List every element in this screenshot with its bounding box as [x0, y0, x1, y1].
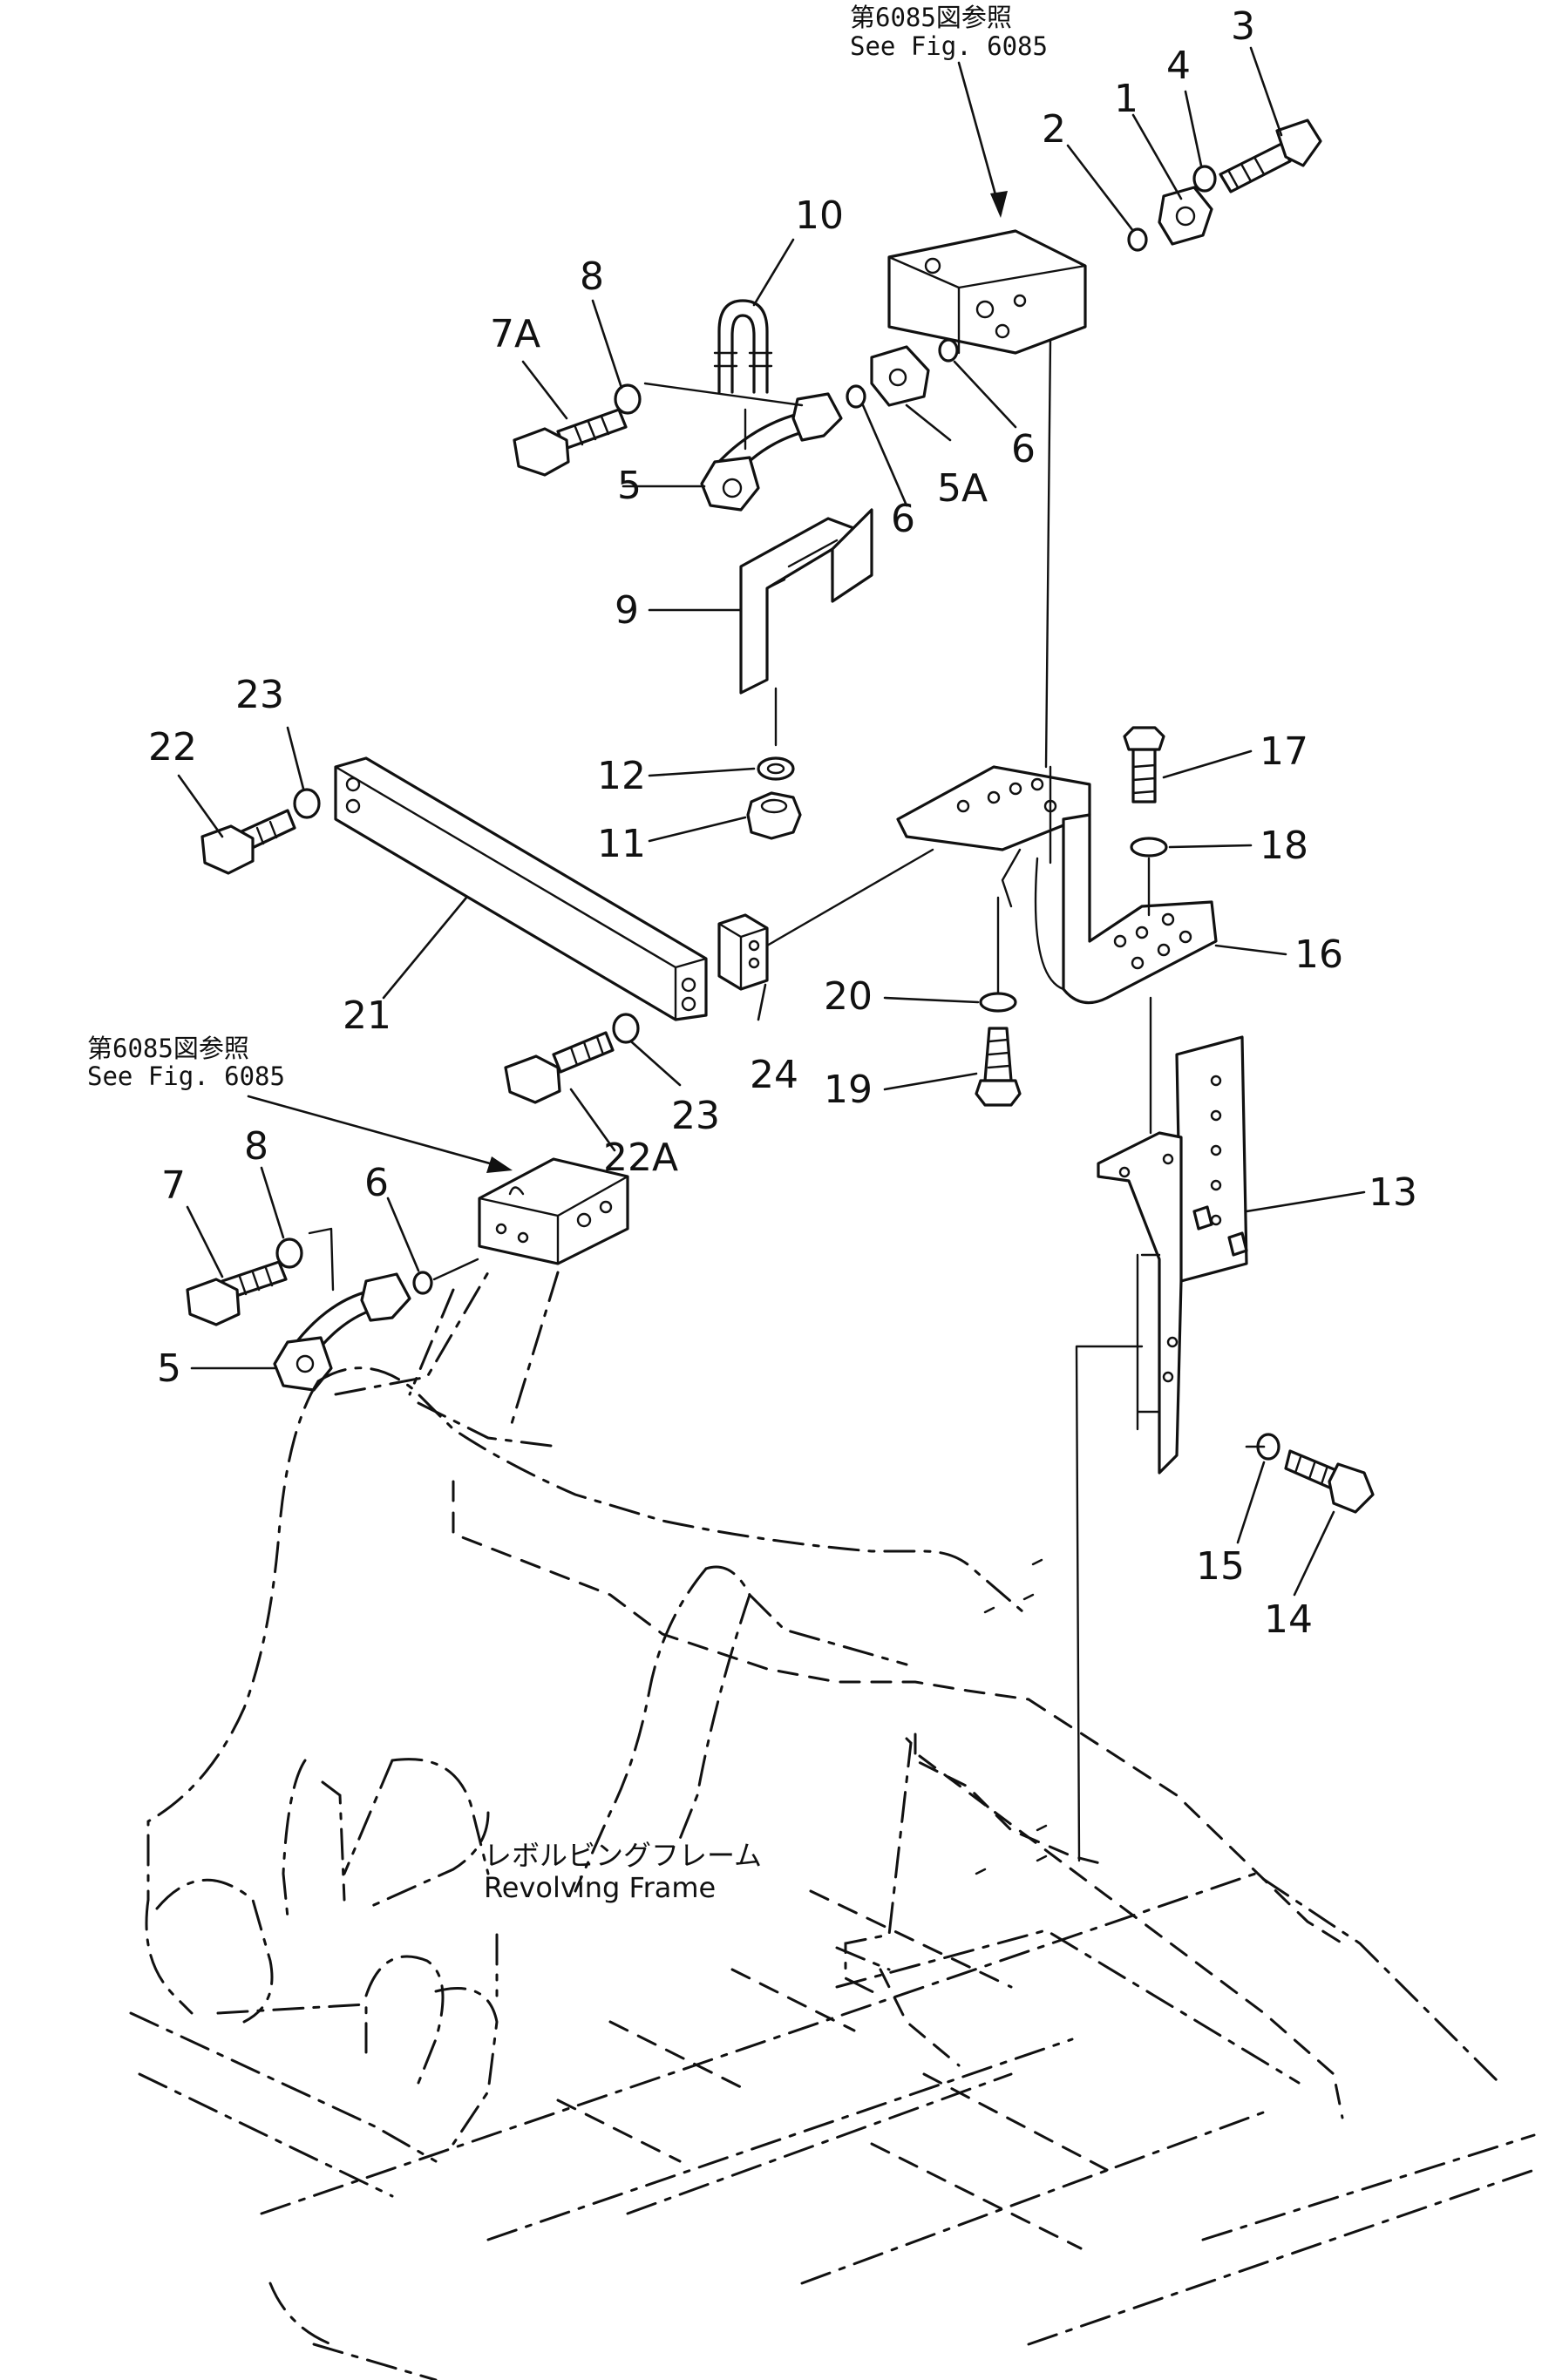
leader-lines	[177, 46, 1366, 1597]
callout-7: 7	[161, 1163, 186, 1208]
callout-13: 13	[1369, 1170, 1417, 1215]
o-ring-2	[1127, 227, 1148, 252]
callout-11: 11	[597, 822, 646, 866]
stay-bar-21	[334, 756, 708, 1021]
reference-note-top-english: See Fig. 6085	[850, 31, 1048, 61]
bolt-14	[1284, 1449, 1375, 1514]
valve-block-top	[887, 229, 1087, 355]
bolt-22A	[504, 1031, 615, 1104]
callout-7A: 7A	[490, 312, 540, 356]
washer-8-top	[614, 383, 642, 415]
callout-5-top: 5	[617, 464, 642, 508]
washer-23-lower	[612, 1013, 640, 1044]
callout-3: 3	[1231, 4, 1255, 49]
callout-10: 10	[795, 193, 844, 238]
washer-4	[1192, 165, 1217, 193]
split-flange-5A	[870, 345, 930, 407]
callout-6-top-left: 6	[891, 497, 915, 541]
bolt-7	[186, 1260, 288, 1326]
callout-20: 20	[824, 974, 873, 1019]
o-ring-6-top-right	[938, 338, 959, 363]
callout-18: 18	[1260, 824, 1308, 868]
nut-11	[746, 791, 802, 840]
o-ring-6-top-left	[846, 384, 866, 409]
washer-20	[979, 992, 1017, 1013]
callout-19: 19	[824, 1068, 873, 1112]
washer-12	[757, 756, 795, 781]
bolt-19	[975, 1027, 1022, 1107]
bolt-7A	[513, 408, 628, 477]
callout-16: 16	[1294, 932, 1343, 977]
callout-5-lower: 5	[157, 1346, 181, 1391]
washer-18	[1130, 837, 1168, 858]
reference-note-top-japanese: 第6085図参照	[850, 3, 1012, 32]
callout-22A: 22A	[603, 1136, 678, 1180]
bolt-3	[1219, 119, 1322, 193]
bolt-22	[200, 809, 296, 875]
callout-24: 24	[750, 1053, 798, 1097]
bracket-9	[739, 508, 873, 695]
valve-block-lower	[478, 1157, 629, 1265]
plate-13	[1097, 1035, 1248, 1475]
tube-assembly-5-lower	[273, 1272, 411, 1392]
frame-label-japanese: レボルビングフレーム	[484, 1839, 762, 1872]
callout-1: 1	[1114, 77, 1138, 121]
washer-23-top	[293, 788, 321, 819]
split-flange-1	[1158, 186, 1213, 246]
callout-21: 21	[343, 993, 391, 1038]
callout-4: 4	[1166, 44, 1191, 88]
callout-8-lower: 8	[244, 1124, 268, 1169]
bolt-17	[1123, 726, 1165, 804]
callout-6-lower: 6	[364, 1161, 389, 1205]
washer-8-lower	[275, 1237, 303, 1269]
revolving-frame	[129, 1271, 1536, 2380]
callout-8-top: 8	[580, 254, 604, 299]
callout-15: 15	[1196, 1544, 1245, 1589]
callout-23-top: 23	[235, 673, 284, 717]
o-ring-6-lower	[412, 1271, 433, 1295]
callout-14: 14	[1264, 1597, 1313, 1642]
bracket-16	[896, 765, 1218, 1005]
callout-9: 9	[615, 588, 639, 633]
callout-5A: 5A	[937, 466, 988, 511]
callout-23-lower: 23	[671, 1094, 720, 1138]
callout-6-top-right: 6	[1011, 427, 1036, 471]
callout-22: 22	[148, 725, 197, 770]
callout-numbers: 1 2 3 4 10 8 7A 5 6 5A 6 9 23 22 12 11 1…	[148, 4, 1417, 1642]
reference-note-mid-english: See Fig. 6085	[87, 1061, 285, 1091]
spacer-24	[717, 913, 769, 991]
hose-loop-10	[713, 299, 773, 394]
tube-assembly-5-top	[700, 392, 843, 512]
frame-label-english: Revolving Frame	[484, 1871, 716, 1904]
reference-note-mid-japanese: 第6085図参照	[87, 1034, 249, 1063]
callout-12: 12	[597, 754, 646, 798]
callout-17: 17	[1260, 729, 1308, 774]
callout-2: 2	[1042, 107, 1066, 152]
